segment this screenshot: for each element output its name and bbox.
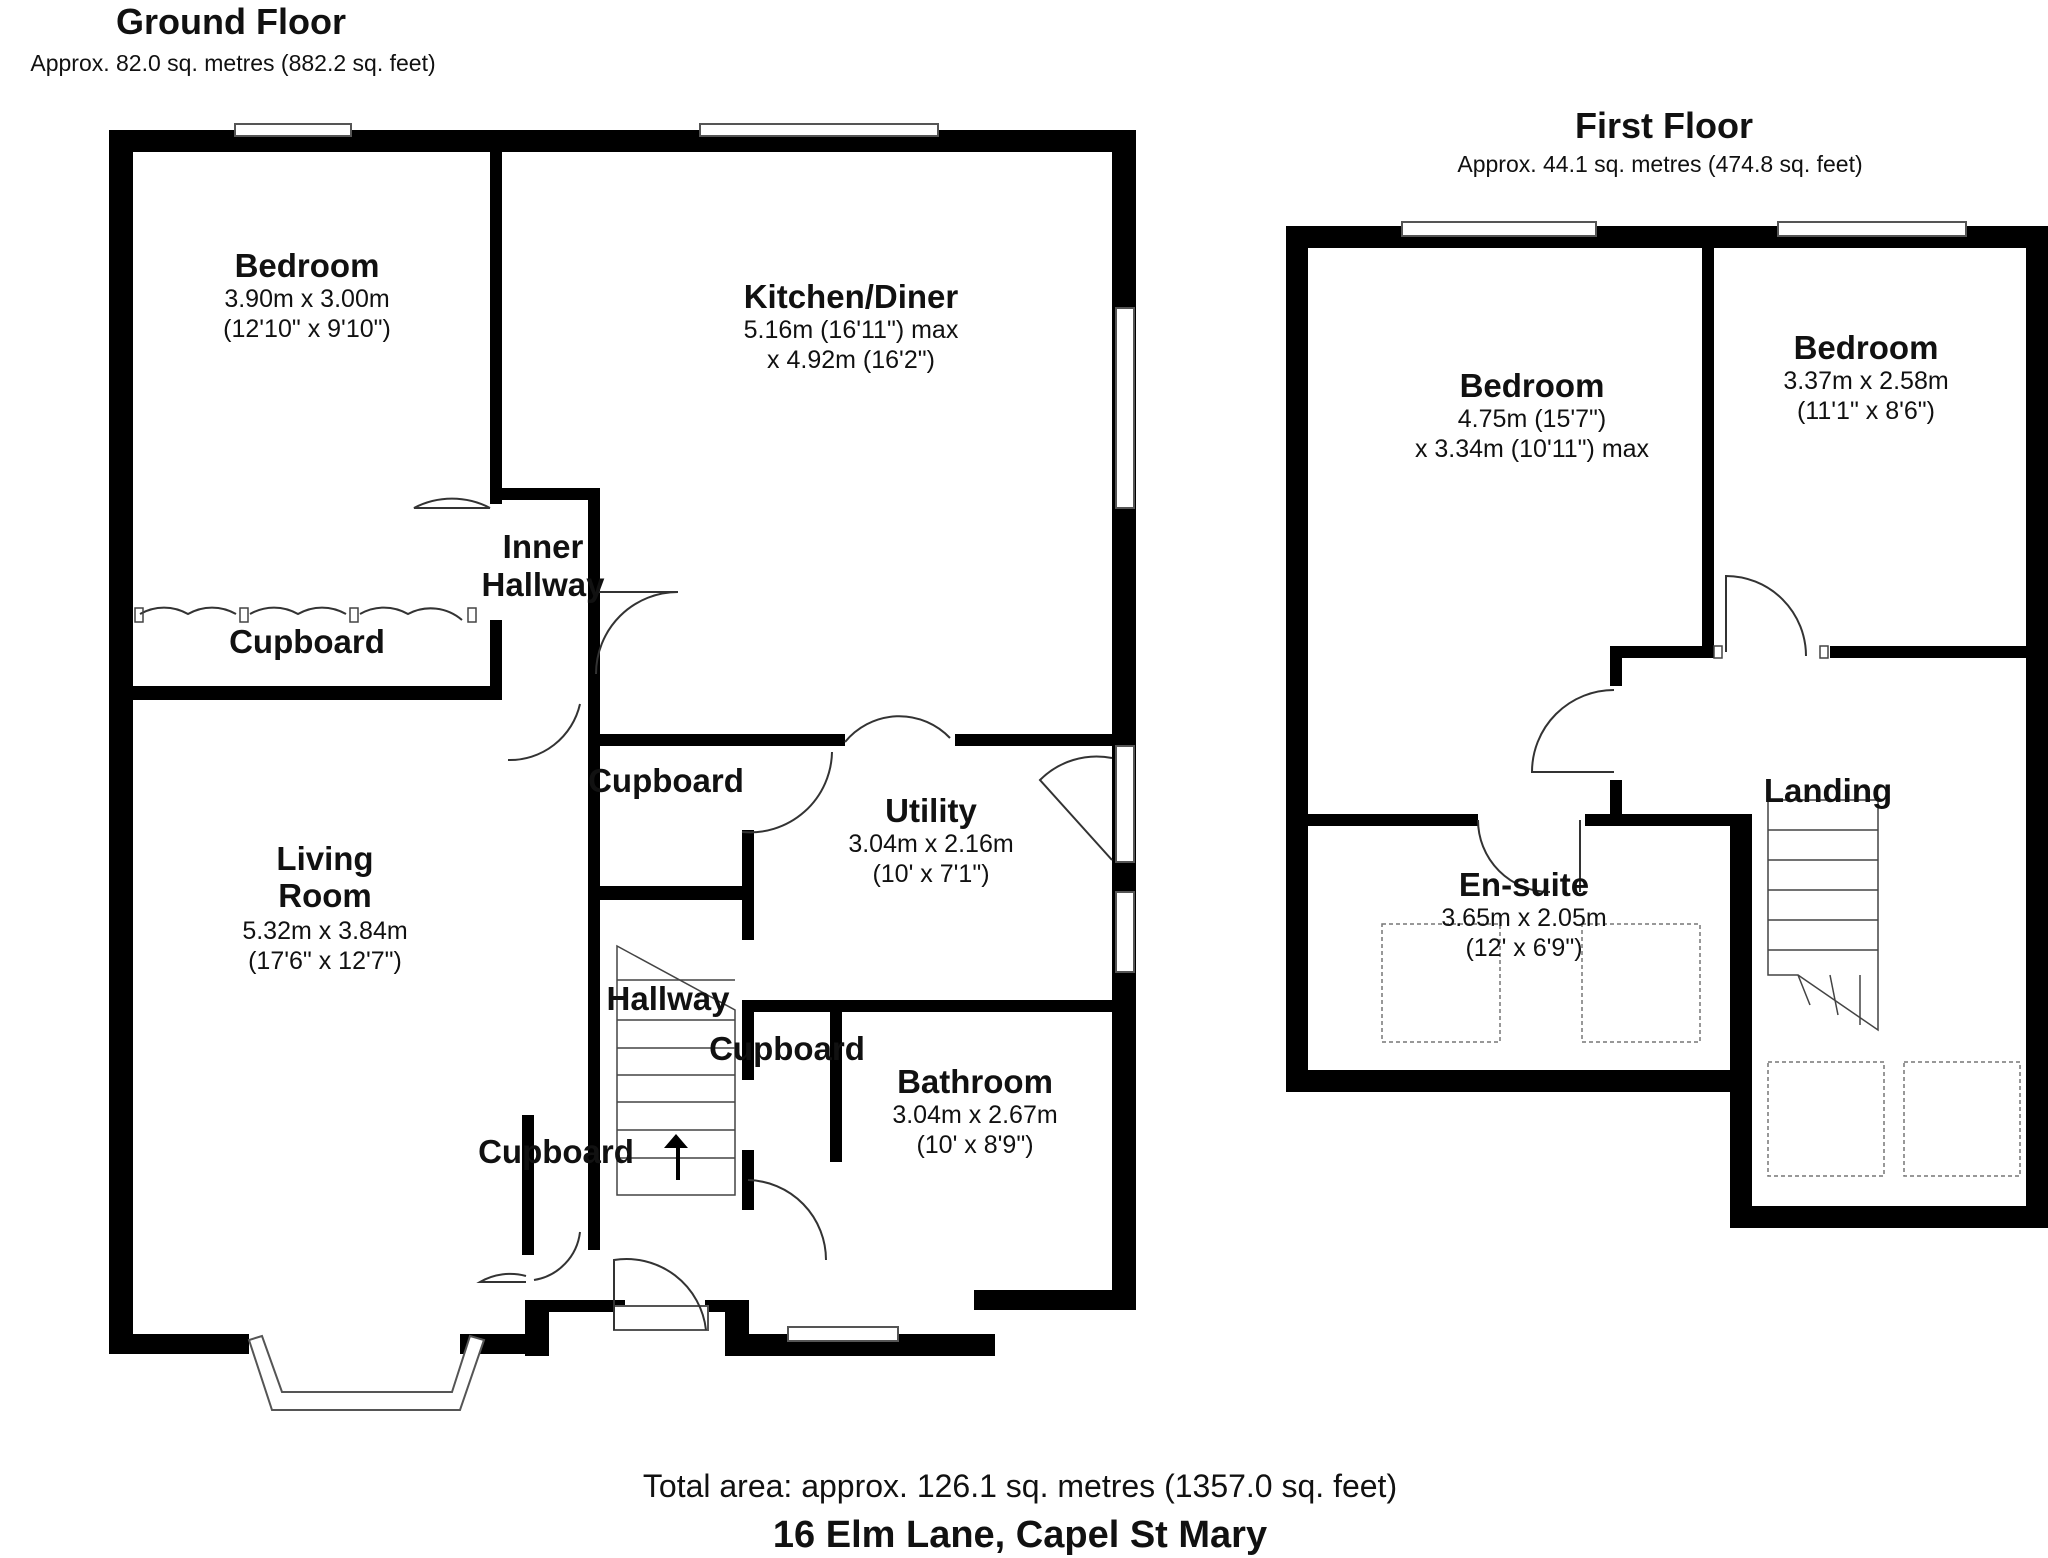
inner-hallway-label-line2: Hallway (482, 566, 606, 603)
ground-floor-staircase (616, 944, 736, 1196)
utility-dim-metric: 3.04m x 2.16m (848, 830, 1013, 858)
first-bedroom1-dim-length: 4.75m (15'7") (1458, 405, 1606, 433)
ground-floor-area: Approx. 82.0 sq. metres (882.2 sq. feet) (30, 50, 435, 76)
first-bedroom2-dim-metric: 3.37m x 2.58m (1783, 367, 1948, 395)
front-cupboard-label: Cupboard (478, 1133, 634, 1170)
bathroom-dim-imperial: (10' x 8'9") (916, 1131, 1033, 1159)
hallway-cupboard-label: Cupboard (709, 1030, 865, 1067)
first-bedroom2-name: Bedroom (1794, 329, 1939, 366)
first-floor-skylights (1381, 923, 2021, 1177)
first-floor-doors (1477, 574, 1829, 893)
first-floor-interior-walls (1308, 248, 2026, 826)
inner-hallway-label-line1: Inner (503, 528, 584, 565)
first-bedroom1-name: Bedroom (1460, 367, 1605, 404)
living-room-name-line1: Living (276, 840, 373, 877)
property-address: 16 Elm Lane, Capel St Mary (773, 1514, 1267, 1556)
bedroom-cupboard-label: Cupboard (229, 623, 385, 660)
utility-name: Utility (885, 792, 977, 829)
ground-floor-interior-walls (133, 152, 1115, 1255)
first-floor-windows (1401, 221, 1967, 237)
ground-bedroom-dim-metric: 3.90m x 3.00m (224, 285, 389, 313)
living-room-dim-imperial: (17'6" x 12'7") (248, 947, 402, 975)
utility-cupboard-label: Cupboard (588, 762, 744, 799)
hallway-label: Hallway (607, 980, 731, 1017)
ground-floor-doors (134, 497, 1113, 1331)
ground-bedroom-dim-imperial: (12'10" x 9'10") (223, 315, 391, 343)
first-bedroom2-dim-imperial: (11'1" x 8'6") (1797, 397, 1935, 425)
kitchen-diner-name: Kitchen/Diner (744, 278, 959, 315)
kitchen-diner-dim-width: x 4.92m (16'2") (767, 346, 935, 374)
first-floor-title: First Floor (1575, 105, 1753, 146)
kitchen-diner-dim-length: 5.16m (16'11") max (744, 316, 959, 344)
ground-floor-title: Ground Floor (116, 1, 346, 42)
first-floor-staircase (1767, 799, 1879, 1032)
ground-floor-windows (234, 123, 1135, 1411)
total-area: Total area: approx. 126.1 sq. metres (13… (643, 1468, 1397, 1504)
ensuite-dim-metric: 3.65m x 2.05m (1441, 904, 1606, 932)
first-floor-area: Approx. 44.1 sq. metres (474.8 sq. feet) (1457, 151, 1862, 177)
ground-floor-plan: Ground Floor Approx. 82.0 sq. metres (88… (30, 1, 1136, 1411)
living-room-dim-metric: 5.32m x 3.84m (242, 917, 407, 945)
utility-dim-imperial: (10' x 7'1") (872, 860, 989, 888)
living-room-name-line2: Room (278, 877, 372, 914)
ensuite-name: En-suite (1459, 866, 1589, 903)
ground-floor-outer-walls (109, 130, 1136, 1356)
first-bedroom1-dim-width: x 3.34m (10'11") max (1415, 435, 1650, 463)
first-floor-plan: First Floor Approx. 44.1 sq. metres (474… (1286, 105, 2048, 1228)
stair-direction-arrow-icon (664, 1134, 688, 1180)
bathroom-dim-metric: 3.04m x 2.67m (892, 1101, 1057, 1129)
ground-bedroom-name: Bedroom (235, 247, 380, 284)
bathroom-name: Bathroom (897, 1063, 1053, 1100)
ensuite-dim-imperial: (12' x 6'9") (1465, 934, 1582, 962)
landing-label: Landing (1764, 772, 1892, 809)
